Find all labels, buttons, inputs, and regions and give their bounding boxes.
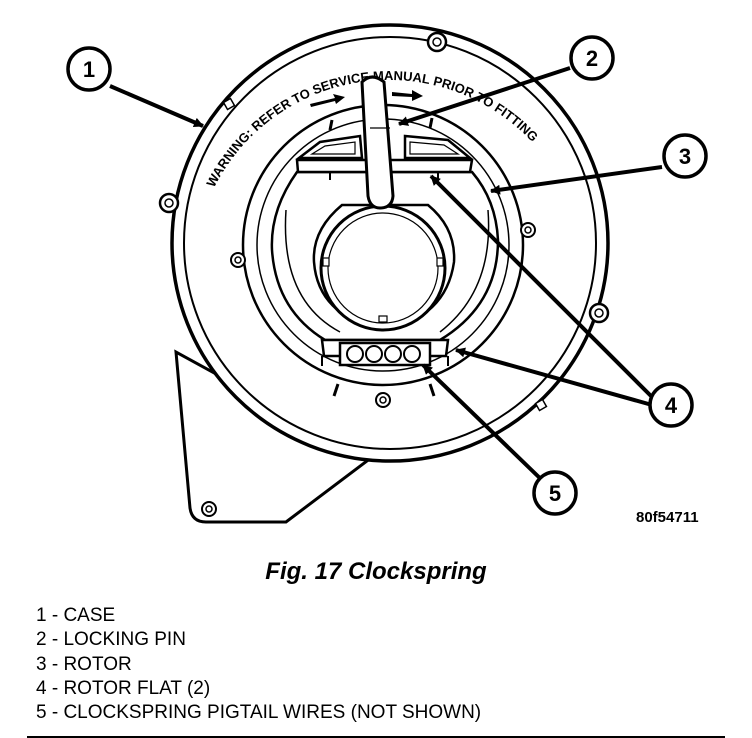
- rotor-center-bore: [319, 204, 447, 332]
- svg-text:4: 4: [665, 393, 678, 418]
- svg-text:3: 3: [679, 144, 691, 169]
- figure-code: 80f54711: [636, 509, 699, 526]
- callout-5: 5: [532, 470, 578, 516]
- legend-item: 2 - LOCKING PIN: [36, 629, 186, 651]
- bottom-rule: [27, 736, 725, 738]
- legend-item: 3 - ROTOR: [36, 653, 132, 675]
- svg-text:5: 5: [549, 481, 561, 506]
- case-inner-ring: [183, 36, 597, 450]
- legend-item: 1 - CASE: [36, 605, 116, 626]
- legend: 1 - CASE 2 - LOCKING PIN 3 - ROTOR 4 - R…: [36, 604, 481, 725]
- figure-title: Fig. 17 Clockspring: [265, 558, 487, 585]
- case-lugs: [158, 31, 610, 324]
- svg-text:2: 2: [586, 46, 598, 71]
- alignment-ticks: [328, 117, 436, 397]
- svg-text:1: 1: [83, 57, 95, 82]
- clockspring-diagram: WARNING: REFER TO SERVICE MANUAL PRIOR T…: [66, 23, 708, 524]
- locking-pin: [360, 75, 395, 210]
- callout-3: 3: [662, 133, 708, 179]
- pigtail-wires: [346, 345, 421, 363]
- legend-item: 4 - ROTOR FLAT (2): [36, 677, 211, 699]
- callout-2: 2: [569, 35, 615, 81]
- direction-arrow: [310, 94, 345, 107]
- legend-item: 5 - CLOCKSPRING PIGTAIL WIRES (NOT SHOWN…: [36, 702, 482, 724]
- callout-4: 4: [648, 382, 694, 428]
- leader-lines: [109, 66, 663, 486]
- callout-1: 1: [66, 46, 112, 92]
- direction-arrow: [392, 90, 423, 101]
